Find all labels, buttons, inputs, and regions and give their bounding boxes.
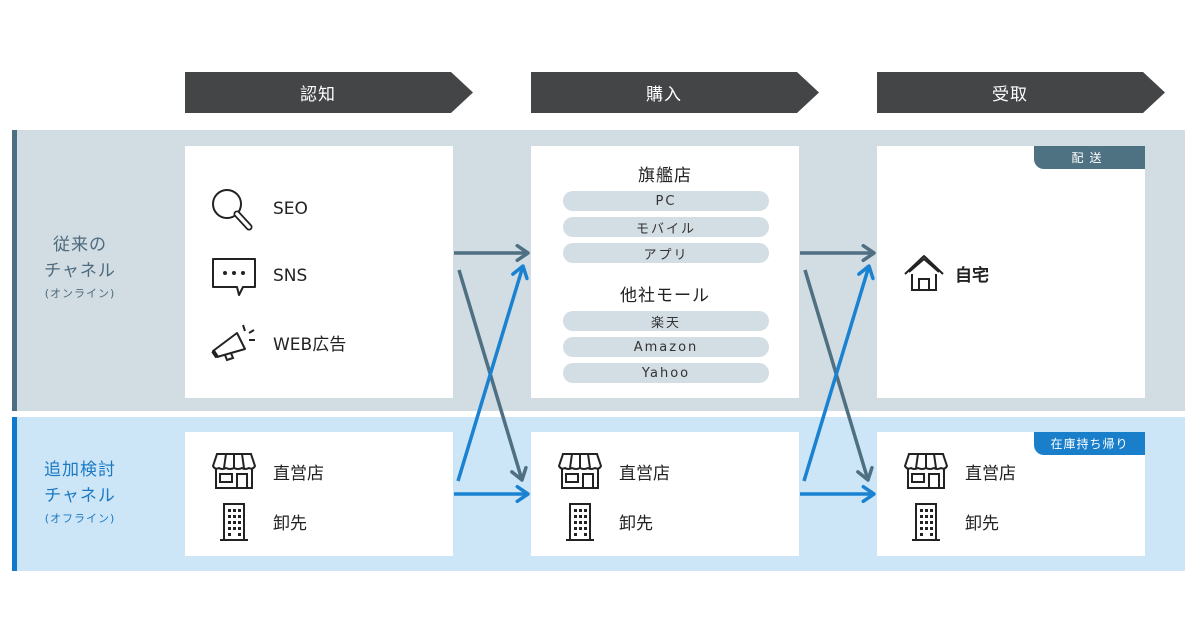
receive-item-label: 自宅 [955, 265, 989, 286]
offline-item-label: 直営店 [619, 463, 670, 484]
office-building-icon [555, 498, 605, 544]
offline-item-wholesale: 卸先 [555, 498, 653, 544]
group-title-flagship: 旗艦店 [638, 166, 692, 186]
option-pill: Amazon [563, 337, 769, 357]
office-building-icon [901, 498, 951, 544]
offline-item-wholesale: 卸先 [209, 498, 307, 544]
option-pill: モバイル [563, 217, 769, 237]
option-pill: PC [563, 191, 769, 211]
awareness-item-label: SEO [273, 199, 308, 219]
offline-item-store: 直営店 [555, 448, 670, 494]
offline-item-store: 直営店 [209, 448, 324, 494]
stage-purchase: 購入 [531, 72, 819, 113]
storefront-icon [555, 448, 605, 494]
online-band-title2: チャネル [44, 261, 116, 282]
awareness-item-label: SNS [273, 266, 308, 286]
option-pill: 楽天 [563, 311, 769, 331]
offline-item-label: 直営店 [273, 463, 324, 484]
awareness-offline-card: 直営店 卸先 [185, 432, 453, 556]
stage-receive: 受取 [877, 72, 1165, 113]
offline-band-title2: チャネル [44, 486, 116, 507]
stage-label: 購入 [646, 85, 682, 105]
purchase-online-card: 旗艦店 PC モバイル アプリ 他社モール 楽天 Amazon Yahoo [531, 146, 799, 398]
storefront-icon [209, 448, 259, 494]
option-pill: アプリ [563, 243, 769, 263]
awareness-item-seo: SEO [209, 186, 308, 232]
magnifier-icon [209, 186, 259, 232]
offline-item-store: 直営店 [901, 448, 1016, 494]
chat-bubble-icon [209, 253, 259, 299]
offline-item-label: 直営店 [965, 463, 1016, 484]
offline-band-sub: (オフライン) [44, 511, 116, 525]
offline-item-wholesale: 卸先 [901, 498, 999, 544]
receive-item-home: 自宅 [901, 250, 989, 296]
offline-item-label: 卸先 [273, 513, 307, 534]
online-band-sub: (オンライン) [44, 286, 116, 300]
offline-item-label: 卸先 [965, 513, 999, 534]
awareness-item-web-ad: WEB広告 [209, 319, 346, 365]
option-pill: Yahoo [563, 363, 769, 383]
pickup-tag: 在庫持ち帰り [1034, 432, 1145, 455]
offline-band-label: 追加検討 チャネル (オフライン) [0, 457, 160, 527]
stage-label: 認知 [300, 85, 336, 105]
awareness-item-label: WEB広告 [273, 334, 347, 355]
stage-awareness: 認知 [185, 72, 473, 113]
offline-band-title: 追加検討 [44, 460, 116, 480]
group-title-marketplaces: 他社モール [620, 286, 710, 306]
purchase-offline-card: 直営店 卸先 [531, 432, 799, 556]
online-band-label: 従来の チャネル (オンライン) [0, 232, 160, 302]
receive-offline-card: 在庫持ち帰り 直営店 卸先 [877, 432, 1145, 556]
offline-item-label: 卸先 [619, 513, 653, 534]
awareness-item-sns: SNS [209, 253, 307, 299]
stage-label: 受取 [992, 85, 1028, 105]
awareness-online-card: SEO SNS WEB広告 [185, 146, 453, 398]
online-band-title: 従来の [53, 235, 107, 255]
receive-online-card: 配送 自宅 [877, 146, 1145, 398]
megaphone-icon [209, 319, 259, 365]
house-icon [901, 250, 947, 296]
delivery-tag: 配送 [1034, 146, 1145, 169]
storefront-icon [901, 448, 951, 494]
office-building-icon [209, 498, 259, 544]
